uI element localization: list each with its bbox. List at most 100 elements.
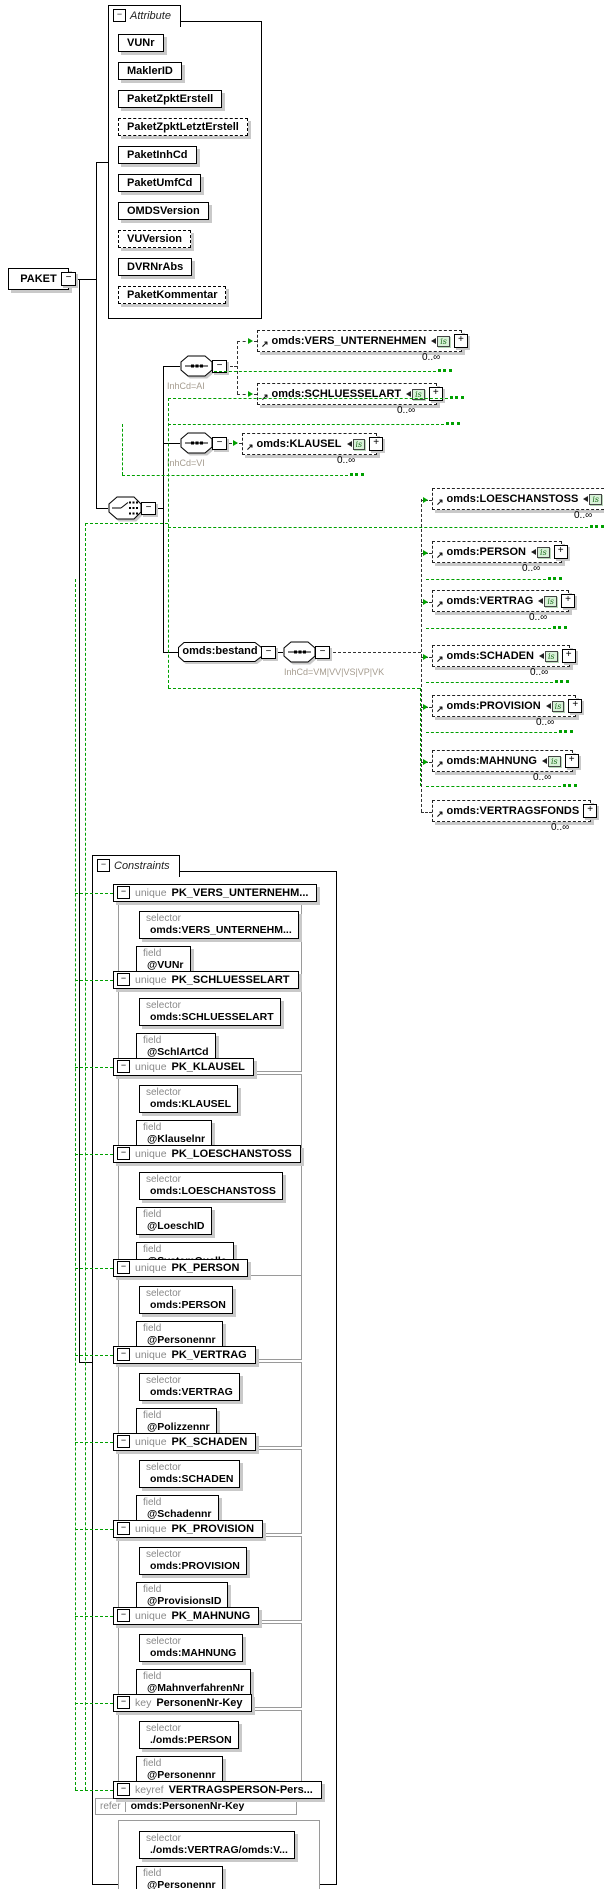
sequence-connector-vi[interactable] xyxy=(180,432,213,459)
constraint-name: PersonenNr-Key xyxy=(156,1696,243,1709)
constraint-collapse-toggle[interactable]: − xyxy=(117,1435,130,1448)
element-expand-toggle[interactable]: + xyxy=(561,649,576,663)
constraint-field-row[interactable]: field@VUNr xyxy=(136,946,191,974)
constraint-green-line xyxy=(426,579,546,580)
sequence-connector-bestand[interactable] xyxy=(283,641,316,668)
element-expand-toggle[interactable]: + xyxy=(369,437,384,451)
constraint-selector-row[interactable]: selector./omds:PERSON xyxy=(139,1721,239,1749)
constraint-kind-label: unique xyxy=(135,886,167,899)
attribute-item-paketkommentar[interactable]: PaketKommentar xyxy=(118,286,227,304)
sequence-vi-collapse-toggle[interactable]: − xyxy=(212,437,227,450)
choice-collapse-toggle[interactable]: − xyxy=(141,502,156,515)
sequence-connector-ai[interactable] xyxy=(180,355,213,382)
element-expand-toggle[interactable]: + xyxy=(561,594,575,608)
attribute-item-maklerid[interactable]: MaklerID xyxy=(118,62,182,80)
element-label: omds:VERTRAG xyxy=(446,595,534,607)
connector-line xyxy=(96,162,108,163)
constraints-collapse-toggle[interactable]: − xyxy=(97,859,110,872)
root-element-paket[interactable]: PAKET xyxy=(8,268,69,290)
constraint-field-row[interactable]: field@Schadennr xyxy=(136,1495,219,1523)
constraint-kind-label: unique xyxy=(135,1435,167,1448)
attribute-item-paketzpktletzterstell[interactable]: PaketZpktLetztErstell xyxy=(118,118,248,136)
constraint-collapse-toggle[interactable]: − xyxy=(117,1348,130,1361)
constraint-collapse-toggle[interactable]: − xyxy=(117,1522,130,1535)
attribute-item-paketinhcd[interactable]: PaketInhCd xyxy=(118,146,197,164)
constraint-kind-label: unique xyxy=(135,1348,167,1361)
constraints-compartment-tab[interactable]: − Constraints xyxy=(92,855,180,877)
attribute-item-vunr[interactable]: VUNr xyxy=(118,34,164,52)
element-expand-toggle[interactable]: + xyxy=(453,334,468,348)
constraint-collapse-toggle[interactable]: − xyxy=(117,1147,130,1160)
constraint-collapse-toggle[interactable]: − xyxy=(117,1261,130,1274)
constraint-field-row[interactable]: field@Personennr xyxy=(136,1756,223,1784)
element-bestand[interactable]: omds:bestand xyxy=(178,642,262,662)
attribute-item-omdsversion[interactable]: OMDSVersion xyxy=(118,202,209,220)
element-expand-toggle[interactable]: + xyxy=(583,804,598,818)
element-reference-arrow-icon: ↗ xyxy=(261,391,269,402)
choice-connector[interactable] xyxy=(108,496,142,525)
constraint-field-row[interactable]: field@Klauselnr xyxy=(136,1120,213,1148)
constraint-collapse-toggle[interactable]: − xyxy=(117,973,130,986)
constraint-collapse-toggle[interactable]: − xyxy=(117,1609,130,1622)
element-expand-toggle[interactable]: + xyxy=(428,387,443,401)
element-omds-vertragsfonds[interactable]: ↗omds:VERTRAGSFONDS+ xyxy=(432,800,598,822)
constraint-field-row[interactable]: field@Polizzennr xyxy=(136,1408,217,1436)
element-expand-toggle[interactable]: + xyxy=(553,545,568,559)
constraint-collapse-toggle[interactable]: − xyxy=(117,886,130,899)
attributes-compartment-tab[interactable]: − Attribute xyxy=(108,5,181,27)
attribute-item-dvrnrabs[interactable]: DVRNrAbs xyxy=(118,258,193,276)
constraint-field-row[interactable]: field@MahnverfahrenNr xyxy=(136,1669,252,1697)
field-value: @LoeschID xyxy=(147,1220,205,1232)
constraint-field-row[interactable]: field@Personennr xyxy=(136,1866,223,1889)
attribute-item-paketzpkterstell[interactable]: PaketZpktErstell xyxy=(118,90,223,108)
constraint-field-row[interactable]: field@SchlArtCd xyxy=(136,1033,216,1061)
constraint-collapse-toggle[interactable]: − xyxy=(117,1783,130,1796)
selector-value: ./omds:VERTRAG/omds:V... xyxy=(150,1844,288,1856)
constraint-selector-row[interactable]: selector./omds:VERTRAG/omds:V... xyxy=(139,1831,295,1859)
constraint-field-row[interactable]: field@ProvisionsID xyxy=(136,1582,229,1610)
attribute-item-paketumfcd[interactable]: PaketUmfCd xyxy=(118,174,202,192)
root-collapse-toggle[interactable]: − xyxy=(61,272,76,286)
attribute-item-vuversion[interactable]: VUVersion xyxy=(118,230,192,248)
bestand-collapse-toggle[interactable]: − xyxy=(261,646,276,659)
constraint-field-row[interactable]: field@LoeschID xyxy=(136,1207,212,1235)
sequence-bestand-collapse-toggle[interactable]: − xyxy=(315,646,330,659)
sequence-ai-collapse-toggle[interactable]: − xyxy=(212,360,227,373)
constraint-collapse-toggle[interactable]: − xyxy=(117,1696,130,1709)
element-expand-toggle[interactable]: + xyxy=(568,699,583,713)
constraint-field-row[interactable]: field@Personennr xyxy=(136,1321,223,1349)
element-label: omds:KLAUSEL xyxy=(256,438,342,450)
element-expand-toggle[interactable]: + xyxy=(564,754,579,768)
attributes-collapse-toggle[interactable]: − xyxy=(113,9,126,22)
constraint-collapse-toggle[interactable]: − xyxy=(117,1060,130,1073)
